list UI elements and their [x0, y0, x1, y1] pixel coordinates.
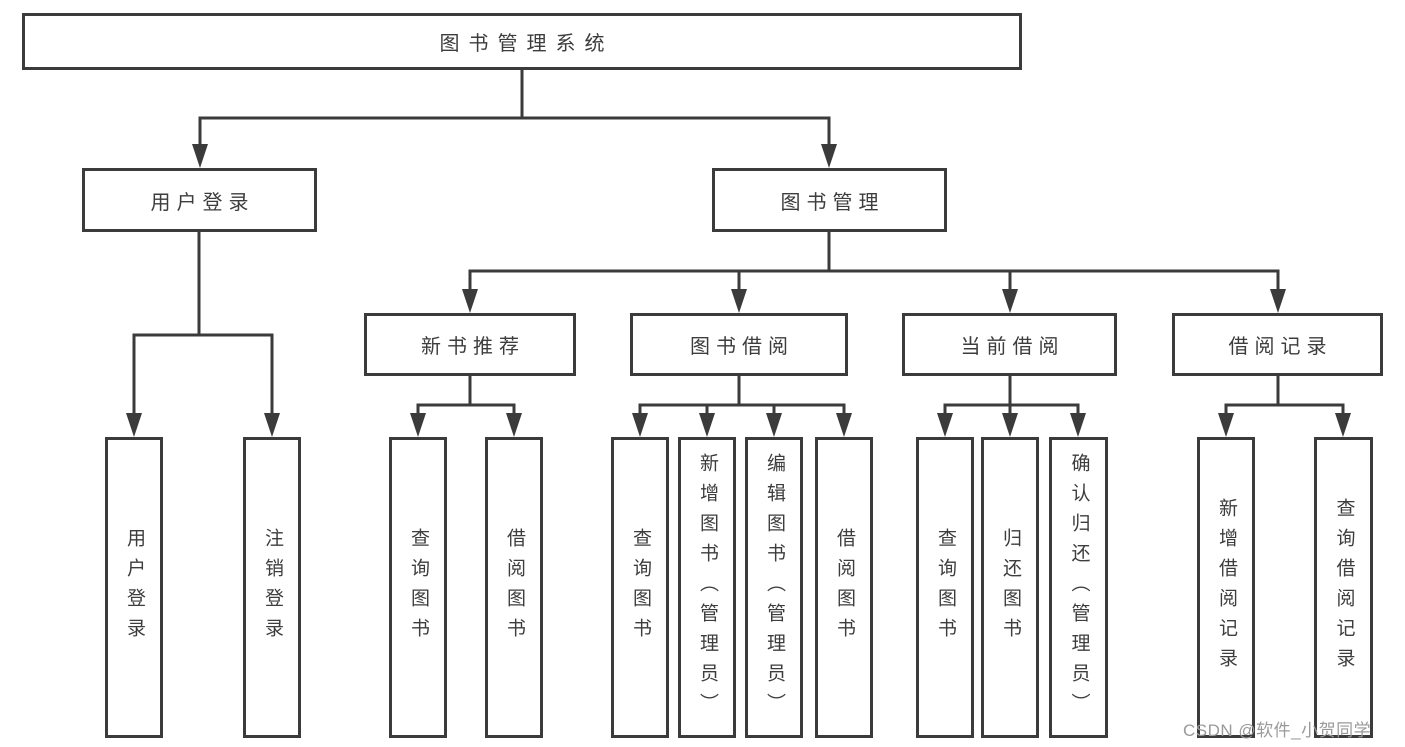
node-label: 查询借阅记录 — [1333, 497, 1355, 678]
node-label: 借阅记录 — [1228, 336, 1333, 358]
node-label: 用户登录 — [150, 191, 255, 214]
node-user-login-branch: 用户登录 — [82, 168, 317, 232]
node-label: 查询图书 — [934, 527, 956, 648]
node-label: 新书推荐 — [421, 336, 525, 358]
node-label: 注销登录 — [261, 527, 283, 648]
node-add-books-admin: 新增图书（管理员） — [678, 437, 736, 738]
node-label: 查询图书 — [629, 527, 651, 648]
node-return-books: 归还图书 — [981, 437, 1039, 738]
node-borrow-books-leaf: 借阅图书 — [815, 437, 873, 738]
node-query-books-recommend: 查询图书 — [389, 437, 447, 738]
node-user-login-leaf: 用户登录 — [105, 437, 163, 738]
node-new-book-recommendation: 新书推荐 — [364, 313, 576, 376]
node-label: 新增借阅记录 — [1215, 497, 1237, 678]
node-query-borrow-record: 查询借阅记录 — [1314, 437, 1373, 738]
node-edit-books-admin: 编辑图书（管理员） — [745, 437, 803, 738]
csdn-watermark: CSDN @软件_小贺同学 — [1183, 721, 1372, 740]
node-label: 图书管理系统 — [439, 33, 614, 55]
node-label: 归还图书 — [999, 527, 1021, 648]
node-label: 当前借阅 — [960, 336, 1065, 358]
node-borrowing-records: 借阅记录 — [1172, 313, 1383, 376]
node-label: 确认归还（管理员） — [1068, 452, 1090, 723]
node-confirm-return-admin: 确认归还（管理员） — [1049, 437, 1108, 738]
node-label: 借阅图书 — [833, 527, 855, 648]
node-borrow-books-recommend: 借阅图书 — [485, 437, 543, 738]
node-current-borrowing: 当前借阅 — [902, 313, 1117, 376]
node-logout-leaf: 注销登录 — [243, 437, 301, 738]
node-book-borrowing: 图书借阅 — [630, 313, 848, 376]
node-label: 编辑图书（管理员） — [763, 452, 785, 723]
arrowheads — [126, 144, 1351, 437]
node-label: 图书管理 — [780, 191, 885, 214]
node-label: 图书借阅 — [690, 336, 794, 358]
node-label: 新增图书（管理员） — [696, 452, 718, 723]
node-label: 用户登录 — [123, 527, 145, 648]
node-book-management-branch: 图书管理 — [712, 168, 947, 232]
node-query-books-borrowing: 查询图书 — [611, 437, 669, 738]
node-library-management-system: 图书管理系统 — [22, 13, 1022, 70]
node-label: 借阅图书 — [503, 527, 525, 648]
node-query-books-current: 查询图书 — [916, 437, 974, 738]
node-label: 查询图书 — [407, 527, 429, 648]
node-add-borrow-record: 新增借阅记录 — [1197, 437, 1255, 738]
